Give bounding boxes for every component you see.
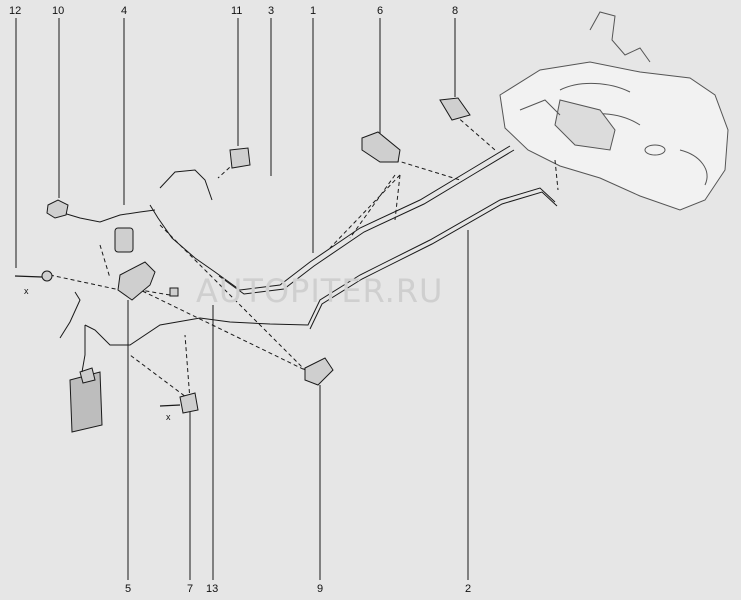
clip-8 [439,97,471,121]
callout-8: 8 [452,5,459,17]
arrow-13 [139,289,171,296]
arrow-6-c [394,174,401,221]
screw-7 [159,404,181,407]
screw-12 [14,275,43,278]
callout-2: 2 [465,583,472,595]
fuel-tank [499,11,729,211]
nut-13 [169,287,179,297]
callout-4: 4 [121,5,128,17]
canister-hose-b [81,325,86,373]
arrow-6-b [349,174,396,239]
fuel-line-1 [149,145,511,291]
connector-9 [304,357,334,386]
callout-5: 5 [125,583,132,595]
callout-10: 10 [52,5,65,17]
arrow-7-b [184,334,191,401]
arrow-tank [554,159,559,191]
callout-6: 6 [377,5,384,17]
arrow-9-a [129,284,306,371]
clip-11 [229,147,251,169]
fuel-line-2 [84,187,556,346]
clip-6 [361,131,401,163]
hose-3 [159,169,213,201]
arrow-4 [99,244,111,279]
callout-12: 12 [9,5,22,17]
callout-3: 3 [268,5,275,17]
callout-9: 9 [317,583,324,595]
arrow-12 [49,274,121,291]
arrow-7-a [129,354,191,401]
arrow-11 [217,157,241,179]
bracket-5 [117,261,156,301]
arrow-6-d [394,159,461,181]
arrow-6-a [329,174,401,249]
hose-10 [59,209,156,223]
axis-mark-12: x [24,286,29,296]
clip-10 [46,199,69,219]
fuel-filter-4 [114,227,134,253]
watermark: AUTOPITER.RU [196,272,444,310]
arrow-9-b [159,224,306,371]
canister-cap [79,367,96,384]
arrow-8 [454,114,496,151]
callout-1: 1 [310,5,317,17]
callout-7: 7 [187,583,194,595]
axis-mark-7: x [166,412,171,422]
callout-13: 13 [206,583,219,595]
clip-7 [179,392,199,414]
fuel-line-2-b [309,191,558,330]
canister-hose-a [59,291,81,339]
fuel-line-1-b [218,149,515,295]
fastener-12 [41,270,53,282]
callout-11: 11 [231,5,243,17]
